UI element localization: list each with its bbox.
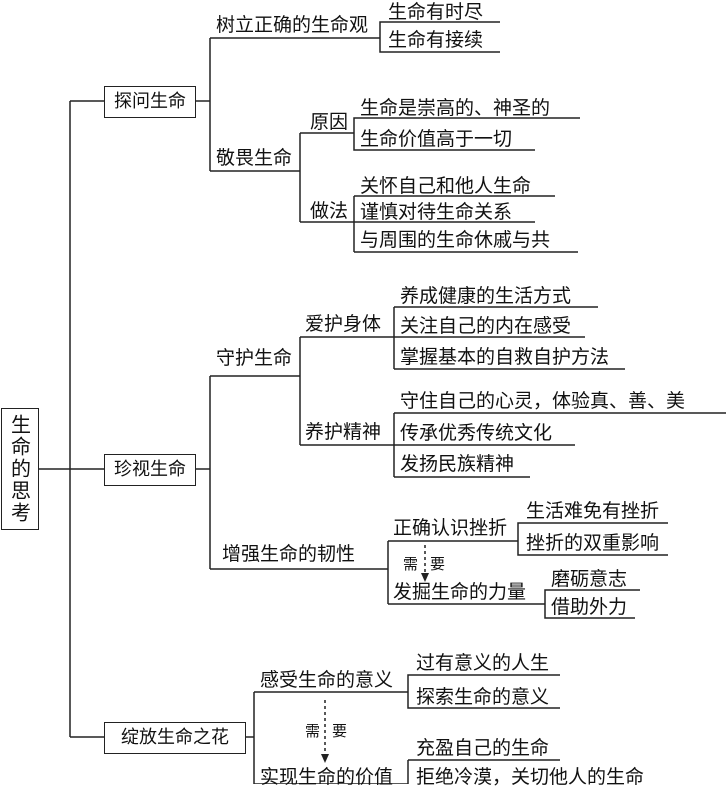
leaf-item: 生命有时尽 — [388, 1, 484, 23]
node-method: 做法 — [310, 200, 349, 222]
leaf-item: 养成健康的生活方式 — [400, 285, 572, 307]
leaf-item: 探索生命的意义 — [416, 686, 550, 708]
leaf-item: 发扬民族精神 — [400, 453, 515, 475]
node-feel-meaning: 感受生命的意义 — [260, 669, 394, 691]
branch-node-bloom-life: 绽放生命之花 — [104, 722, 246, 754]
leaf-item: 充盈自己的生命 — [416, 737, 550, 759]
leaf-item: 生命有接续 — [388, 29, 484, 51]
leaf-item: 守住自己的心灵，体验真、善、美 — [400, 390, 686, 412]
node-understand-setbacks: 正确认识挫折 — [393, 517, 508, 539]
branch-label: 珍视生命 — [114, 459, 186, 480]
node-resilience: 增强生命的韧性 — [222, 543, 356, 565]
leaf-item: 生命是崇高的、神圣的 — [360, 97, 551, 119]
leaf-item: 掌握基本的自救自护方法 — [400, 346, 610, 368]
branch-label: 绽放生命之花 — [121, 727, 229, 748]
root-node: 生命的思考 — [1, 408, 39, 530]
leaf-item: 与周围的生命休戚与共 — [360, 229, 551, 251]
node-revere-life: 敬畏生命 — [216, 147, 293, 169]
leaf-item: 关怀自己和他人生命 — [360, 175, 532, 197]
node-reason: 原因 — [310, 111, 349, 133]
leaf-item: 生命价值高于一切 — [360, 128, 513, 150]
node-nurture-spirit: 养护精神 — [305, 421, 382, 443]
node-discover-strength: 发掘生命的力量 — [393, 581, 527, 603]
leaf-item: 传承优秀传统文化 — [400, 422, 553, 444]
node-realize-value: 实现生命的价值 — [260, 766, 394, 788]
leaf-item: 借助外力 — [551, 596, 628, 618]
branch-node-cherish-life: 珍视生命 — [104, 454, 196, 486]
leaf-item: 谨慎对待生命关系 — [360, 201, 513, 223]
need-label: 需要 — [403, 555, 458, 573]
node-care-body: 爱护身体 — [305, 313, 382, 335]
leaf-item: 过有意义的人生 — [416, 652, 550, 674]
leaf-item: 生活难免有挫折 — [526, 500, 660, 522]
leaf-item: 关注自己的内在感受 — [400, 315, 572, 337]
branch-label: 探问生命 — [114, 91, 186, 112]
node-correct-life-view: 树立正确的生命观 — [216, 14, 369, 36]
branch-node-explore-life: 探问生命 — [104, 86, 196, 118]
need-label: 需要 — [305, 722, 360, 740]
root-label: 生命的思考 — [7, 414, 32, 524]
leaf-item: 挫折的双重影响 — [526, 532, 660, 554]
leaf-item: 磨砺意志 — [551, 568, 628, 590]
node-guard-life: 守护生命 — [216, 347, 293, 369]
leaf-item: 拒绝冷漠，关切他人的生命 — [416, 766, 645, 788]
